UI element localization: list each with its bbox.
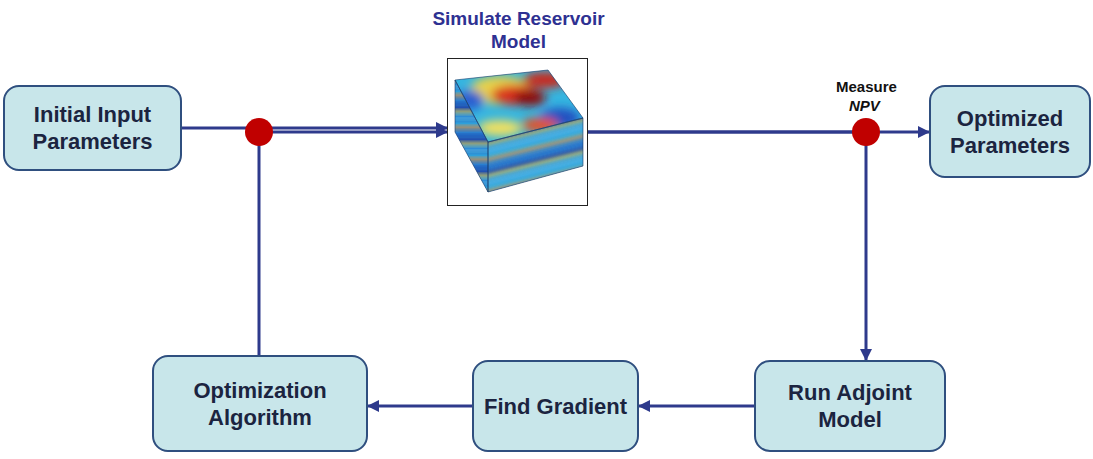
process-box: Initial Input Parameters (3, 85, 182, 171)
model-title: Simulate Reservoir Model (408, 7, 629, 53)
flow-arrow (588, 132, 866, 360)
reservoir-model-frame: Simulate Reservoir Model (447, 58, 588, 206)
process-box: Optimization Algorithm (152, 355, 368, 452)
process-box: Optimized Parameters (929, 85, 1091, 178)
box-label: Optimization Algorithm (154, 377, 366, 431)
flow-arrow (639, 405, 754, 408)
box-label: Run Adjoint Model (756, 379, 944, 433)
measure-junction (852, 118, 880, 146)
box-label: Find Gradient (474, 393, 637, 420)
box-label: Optimized Parameters (931, 105, 1089, 159)
flow-arrow (368, 405, 472, 408)
box-label: Initial Input Parameters (5, 101, 180, 155)
process-box: Find Gradient (472, 360, 639, 452)
process-box: Run Adjoint Model (754, 360, 946, 452)
measure-label: NPV (848, 97, 881, 115)
summing-junction (245, 118, 273, 146)
flow-arrow (182, 127, 447, 130)
flow-arrow (259, 132, 447, 355)
measure-label: Measure (835, 78, 898, 96)
